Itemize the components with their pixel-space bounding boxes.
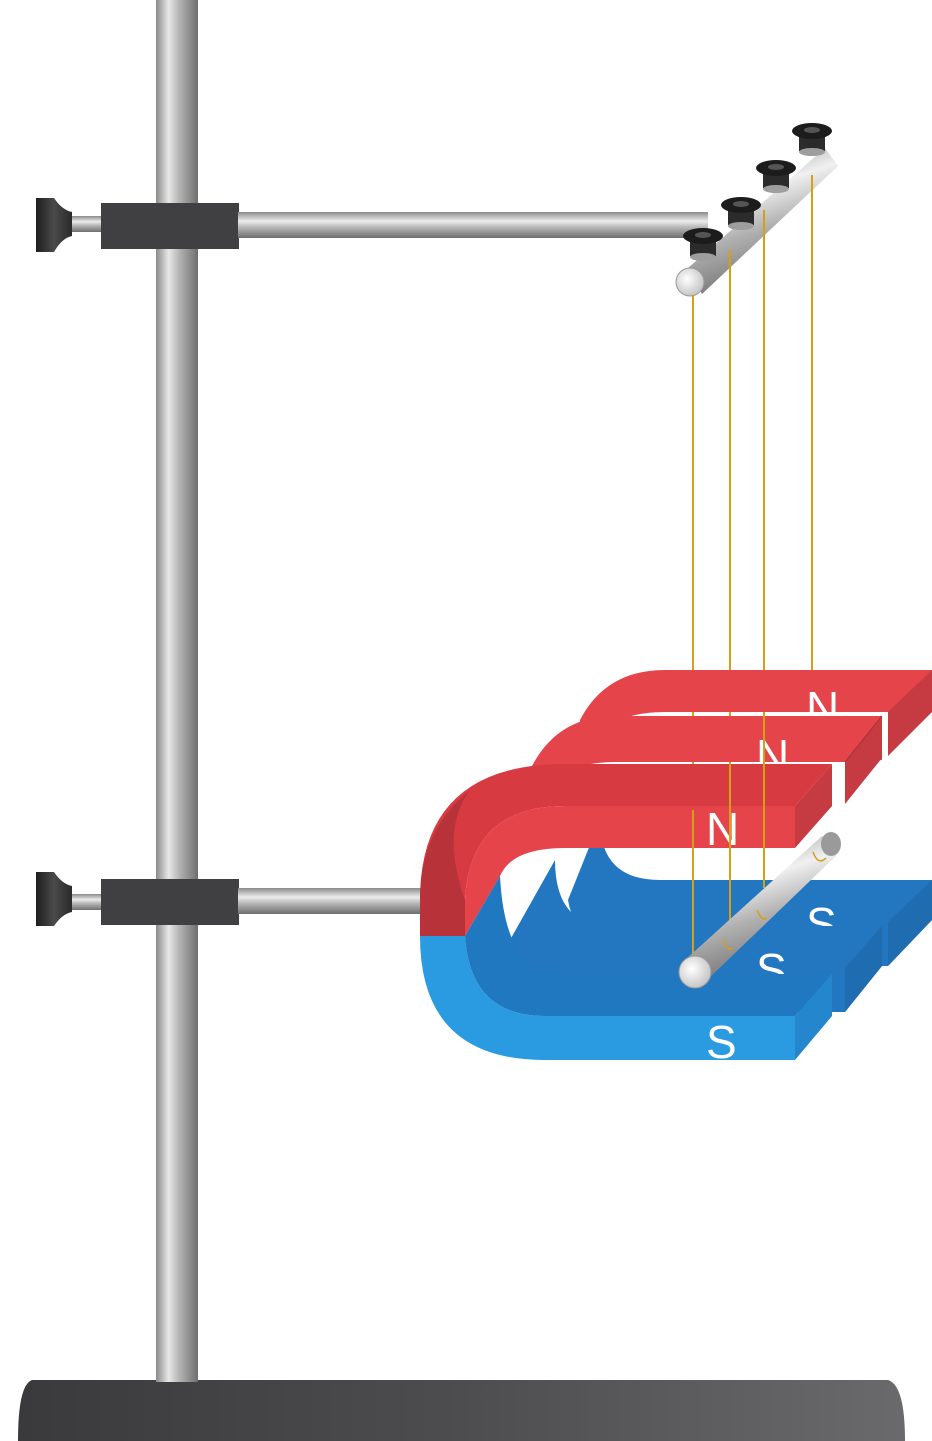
upper-horizontal-arm	[238, 212, 708, 238]
upper-clamp-block	[101, 203, 239, 249]
upper-knob-icon[interactable]	[36, 198, 72, 252]
upper-screw-shaft	[70, 216, 104, 232]
thread-screw-2[interactable]	[721, 197, 761, 230]
thread-screw-3[interactable]	[756, 160, 796, 193]
front-magnet: N S	[420, 764, 832, 1068]
thread-screw-4[interactable]	[792, 123, 832, 156]
stand-base	[18, 1380, 905, 1441]
conductor-rod-end-cap	[678, 955, 712, 989]
thread-screw-1[interactable]	[683, 228, 723, 261]
front-magnet-north-label: N	[706, 803, 739, 855]
upper-clamp	[36, 198, 708, 252]
lower-clamp	[36, 872, 430, 926]
threads-lower	[692, 716, 765, 960]
lower-horizontal-arm	[238, 888, 430, 914]
lower-knob-icon[interactable]	[36, 872, 72, 926]
thread-screws	[683, 123, 832, 261]
front-magnet-south-label: S	[706, 1016, 737, 1068]
lower-clamp-block	[101, 879, 239, 925]
holder-bar-end-cap	[675, 267, 705, 297]
conductor-rod	[678, 832, 841, 989]
lower-screw-shaft	[70, 894, 104, 910]
